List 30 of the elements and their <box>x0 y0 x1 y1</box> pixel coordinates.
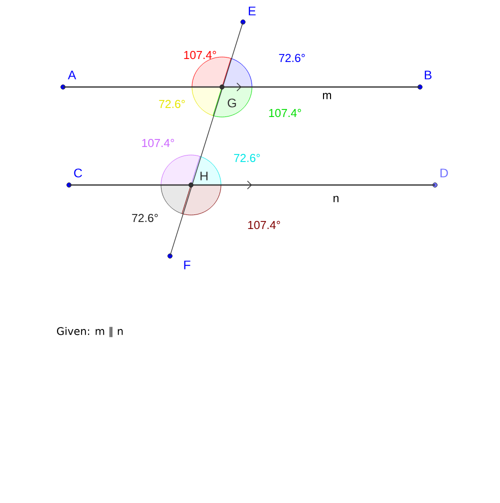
angle-label: 107.4° <box>248 220 280 230</box>
angle-label: 72.6° <box>159 100 185 108</box>
line-label: n <box>334 196 338 202</box>
point: G <box>220 84 236 108</box>
node-label: G <box>228 98 236 108</box>
point: B <box>418 70 432 90</box>
node-label: E <box>248 6 256 16</box>
node-label: A <box>68 70 76 80</box>
point: A <box>60 70 76 90</box>
line-label: m <box>322 92 332 100</box>
node-label: F <box>184 260 190 270</box>
point: F <box>168 254 190 270</box>
node-label: H <box>200 172 208 180</box>
angle-label: 107.4° <box>184 50 216 60</box>
point: E <box>240 6 256 24</box>
angle-label: 72.6° <box>234 154 260 162</box>
angle-label: 107.4° <box>269 108 301 118</box>
point: C <box>66 168 82 188</box>
point: D <box>432 168 448 188</box>
node-label: C <box>74 168 82 178</box>
node-label: D <box>440 168 448 178</box>
angle-label: 72.6° <box>279 54 305 62</box>
line <box>170 22 244 256</box>
node-label: B <box>424 70 432 80</box>
angle-label: 107.4° <box>142 138 174 148</box>
line <box>63 82 420 92</box>
angle-label: 72.6° <box>132 214 158 222</box>
line <box>69 180 435 190</box>
point: H <box>188 172 208 188</box>
note: Given: m ∥ n <box>57 326 123 338</box>
